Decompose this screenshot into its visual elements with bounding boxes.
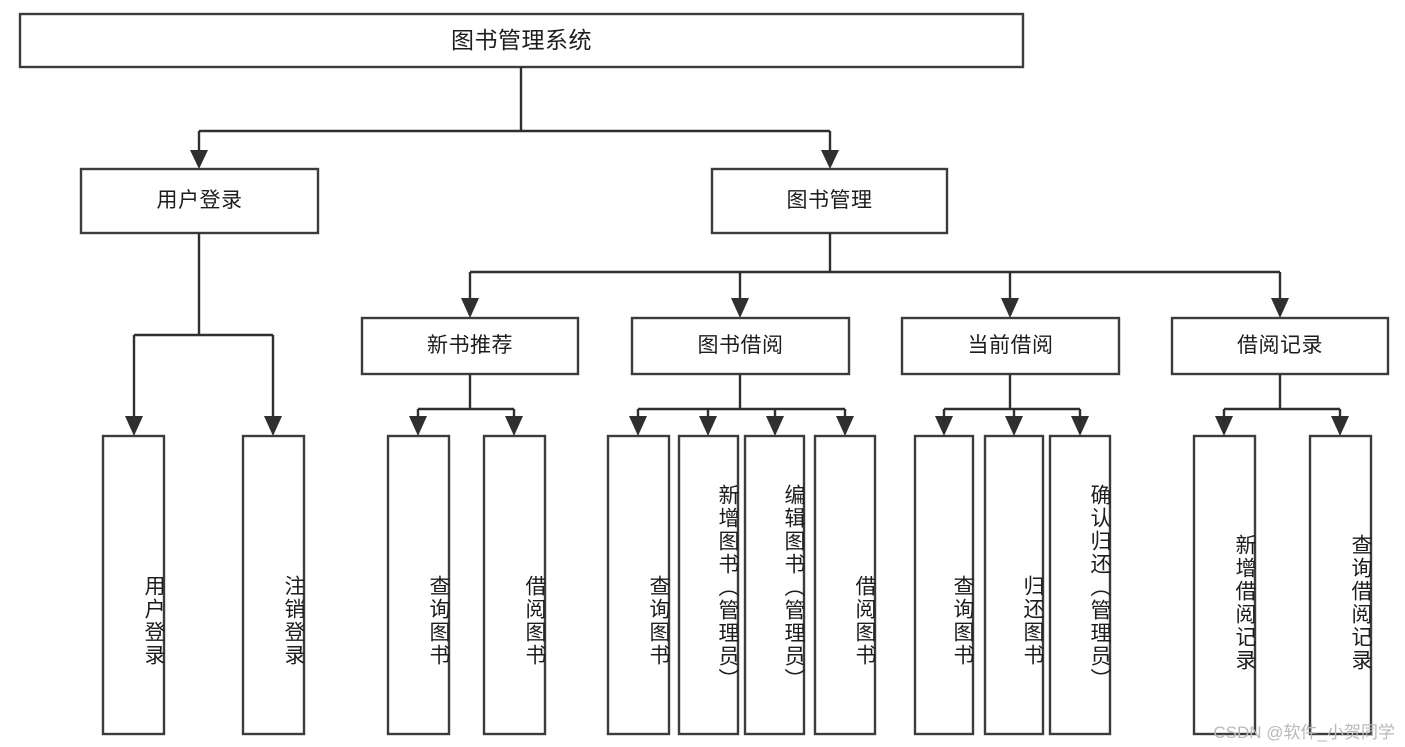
node-box-root[interactable] [18, 12, 1025, 69]
arrowhead-leaf-borrow-record-1 [1331, 416, 1349, 436]
leaf-box-book-borrow-1[interactable] [677, 434, 740, 736]
leaf-box-book-borrow-2[interactable] [743, 434, 806, 736]
arrowhead-leaf-book-borrow-2 [766, 416, 784, 436]
leaf-box-current-borrow-2[interactable] [1048, 434, 1112, 736]
arrowhead-leaf-user-login-0 [125, 416, 143, 436]
node-box-user-login[interactable] [79, 167, 320, 235]
arrowhead-leaf-book-borrow-1 [699, 416, 717, 436]
arrowhead-borrow-record [1271, 298, 1289, 318]
arrowhead-leaf-new-book-1 [505, 416, 523, 436]
leaf-box-borrow-record-0[interactable] [1192, 434, 1257, 736]
arrowhead-leaf-borrow-record-0 [1215, 416, 1233, 436]
arrowhead-leaf-current-borrow-2 [1071, 416, 1089, 436]
arrowhead-book-management [821, 150, 839, 169]
node-box-new-book-recommend[interactable] [360, 316, 580, 376]
arrowhead-leaf-current-borrow-0 [935, 416, 953, 436]
arrowhead-book-borrow [731, 298, 749, 318]
arrowhead-leaf-user-login-1 [264, 416, 282, 436]
leaf-box-current-borrow-1[interactable] [983, 434, 1045, 736]
leaf-box-book-borrow-3[interactable] [813, 434, 877, 736]
arrowhead-leaf-new-book-0 [409, 416, 427, 436]
leaf-box-current-borrow-0[interactable] [913, 434, 975, 736]
arrowhead-current-borrow [1001, 298, 1019, 318]
leaf-box-user-login-1[interactable] [241, 434, 306, 736]
node-box-book-borrow[interactable] [630, 316, 851, 376]
arrowhead-leaf-book-borrow-3 [836, 416, 854, 436]
leaf-box-new-book-1[interactable] [482, 434, 547, 736]
leaf-box-borrow-record-1[interactable] [1308, 434, 1373, 736]
leaf-box-user-login-0[interactable] [101, 434, 166, 736]
node-box-book-management[interactable] [710, 167, 949, 235]
arrowhead-user-login [190, 150, 208, 169]
leaf-box-new-book-0[interactable] [386, 434, 451, 736]
arrowhead-leaf-book-borrow-0 [629, 416, 647, 436]
leaf-box-book-borrow-0[interactable] [606, 434, 671, 736]
node-box-borrow-record[interactable] [1170, 316, 1390, 376]
node-box-current-borrow[interactable] [900, 316, 1121, 376]
arrowhead-new-book-recommend [461, 298, 479, 318]
arrowhead-leaf-current-borrow-1 [1005, 416, 1023, 436]
